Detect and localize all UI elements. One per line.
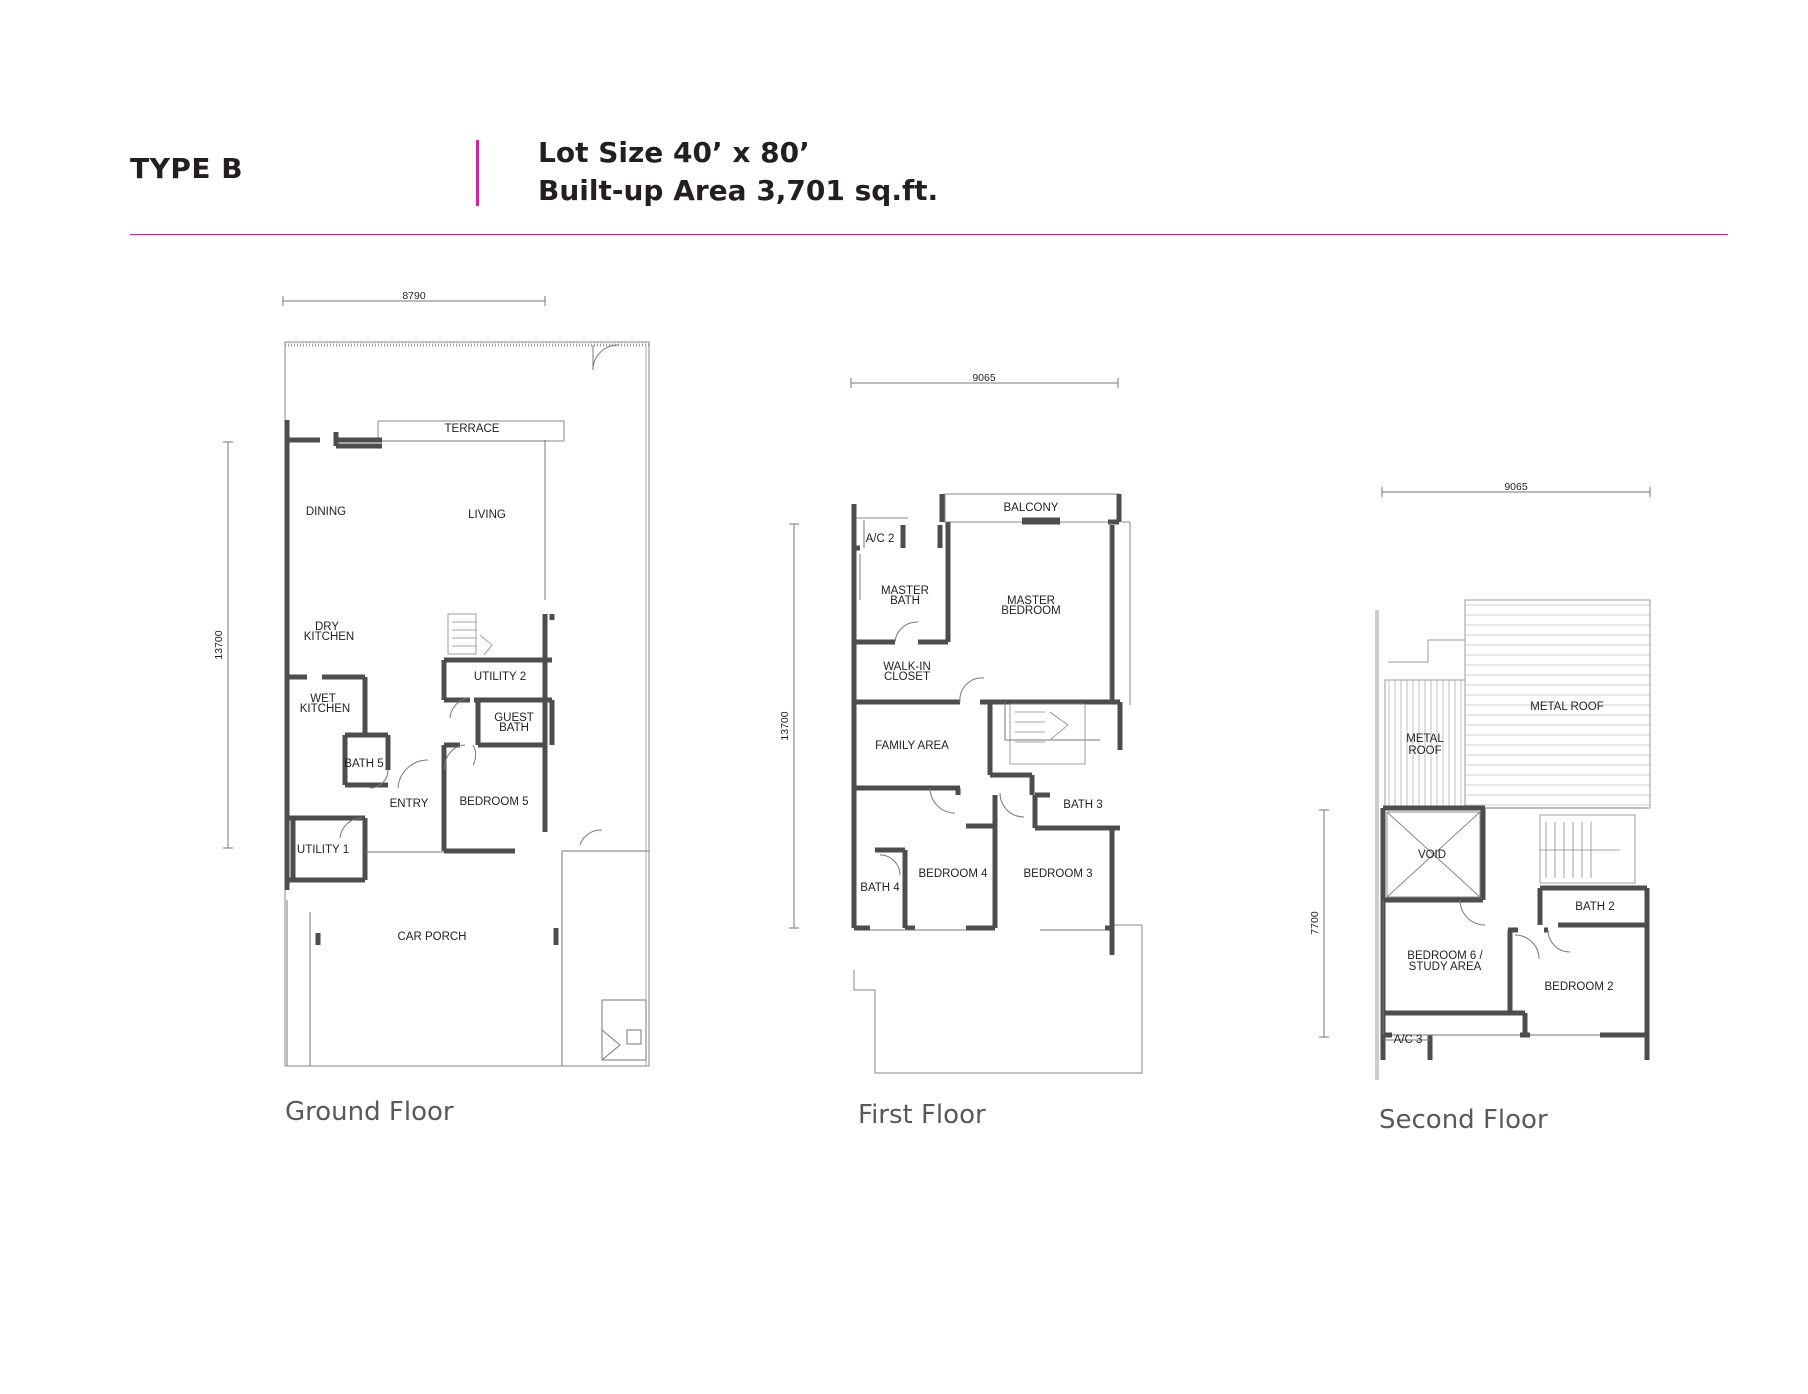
gf-room-car-porch: CAR PORCH (397, 931, 466, 943)
gf-room-utility-2: UTILITY 2 (474, 671, 526, 683)
header-divider (476, 140, 479, 206)
gf-dim-width (282, 296, 546, 306)
gf-dim-depth-label: 13700 (213, 630, 225, 659)
second-floor-label: Second Floor (1379, 1105, 1548, 1135)
ff-dim-width (850, 378, 1119, 388)
sf-room-bedroom-2: BEDROOM 2 (1544, 981, 1613, 993)
gf-walls (284, 420, 559, 945)
sf-room-void: VOID (1418, 849, 1446, 861)
ff-room-walk-in-line1: WALK-IN (883, 661, 931, 673)
built-up-area: Built-up Area 3,701 sq.ft. (538, 174, 939, 207)
sf-walls (1380, 805, 1650, 1060)
ff-room-balcony: BALCONY (1004, 502, 1059, 514)
ff-walls (851, 494, 1123, 955)
ff-room-master-bath-line1: MASTER (881, 585, 929, 597)
sf-room-metal-roof-large: METAL ROOF (1530, 701, 1603, 713)
ff-room-bath-3: BATH 3 (1063, 799, 1102, 811)
ff-dim-depth-label: 13700 (779, 711, 791, 740)
gf-room-bath-5: BATH 5 (344, 758, 383, 770)
gf-room-wet-kitchen-line2: KITCHEN (300, 703, 350, 715)
lot-size: Lot Size 40’ x 80’ (538, 136, 810, 169)
gf-room-entry: ENTRY (390, 798, 429, 810)
gf-room-living: LIVING (468, 509, 506, 521)
sf-void (1386, 811, 1481, 898)
ff-dim-width-label: 9065 (972, 372, 996, 384)
gf-dim-depth (223, 441, 233, 849)
ff-room-family-area: FAMILY AREA (875, 740, 949, 752)
ff-room-bath-4: BATH 4 (860, 882, 900, 894)
type-title: TYPE B (130, 152, 244, 185)
sf-dim-depth-label: 7700 (1309, 911, 1321, 935)
header-rule (130, 234, 1728, 235)
sf-dim-width-label: 9065 (1504, 481, 1528, 493)
sf-room-metal-roof-small-line2: ROOF (1408, 745, 1441, 757)
gf-room-dry-kitchen-line1: DRY (315, 621, 339, 633)
sf-stair (1539, 814, 1636, 884)
gf-stair (447, 613, 493, 656)
sf-metal-roof-small (1384, 679, 1466, 809)
ff-dim-depth (789, 523, 799, 929)
gf-room-bedroom-5: BEDROOM 5 (459, 796, 528, 808)
sf-metal-roof-large (1464, 599, 1651, 809)
ff-stair (1009, 703, 1086, 765)
ground-floor-plan: 8790 13700 (213, 290, 650, 1067)
sf-room-bedroom-6-line1: BEDROOM 6 / (1407, 950, 1483, 962)
sf-room-ac-3: A/C 3 (1394, 1034, 1423, 1046)
gf-room-guest-bath-line2: BATH (499, 722, 529, 734)
ff-room-master-bedroom-line2: BEDROOM (1001, 605, 1060, 617)
ff-room-bedroom-4: BEDROOM 4 (918, 868, 988, 880)
sf-room-metal-roof-small-line1: METAL (1406, 733, 1444, 745)
ff-room-ac-2: A/C 2 (866, 533, 895, 545)
sf-dim-width (1381, 487, 1651, 497)
ff-room-master-bath-line2: BATH (890, 595, 920, 607)
gf-dim-width-label: 8790 (402, 290, 426, 302)
ff-room-walk-in-line2: CLOSET (884, 671, 930, 683)
gf-room-guest-bath-line1: GUEST (494, 712, 534, 724)
sf-dim-depth (1319, 809, 1329, 1038)
ground-floor-label: Ground Floor (285, 1097, 454, 1127)
second-floor-plan: 9065 7700 (1309, 481, 1651, 1080)
gf-room-wet-kitchen-line1: WET (310, 693, 336, 705)
first-floor-label: First Floor (858, 1100, 986, 1130)
sf-room-bedroom-6-line2: STUDY AREA (1409, 961, 1482, 973)
gf-room-dining: DINING (306, 506, 346, 518)
gf-room-utility-1: UTILITY 1 (297, 844, 349, 856)
first-floor-plan: 9065 13700 (779, 372, 1143, 1074)
ff-room-master-bedroom-line1: MASTER (1007, 595, 1055, 607)
ff-room-bedroom-3: BEDROOM 3 (1023, 868, 1092, 880)
gf-room-dry-kitchen-line2: KITCHEN (304, 631, 354, 643)
sf-room-bath-2: BATH 2 (1575, 901, 1614, 913)
gf-room-terrace: TERRACE (445, 423, 500, 435)
